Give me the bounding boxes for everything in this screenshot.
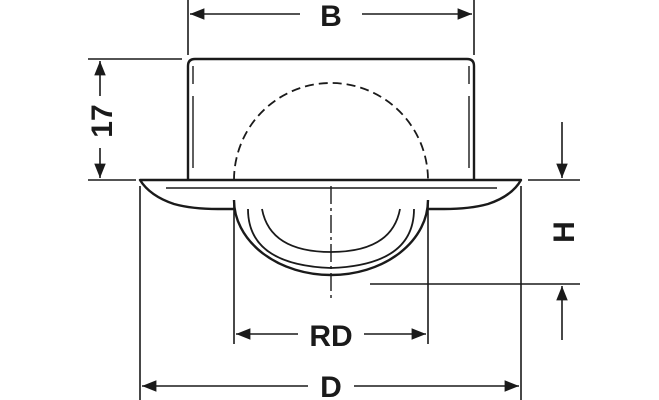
dimension-17-label: 17 <box>86 104 119 137</box>
dimension-rd <box>233 200 429 344</box>
dimension-d <box>139 186 522 400</box>
dimension-h <box>370 122 580 340</box>
dimension-b <box>187 0 475 55</box>
ball <box>233 82 429 181</box>
dimension-d-label: D <box>320 371 342 400</box>
dimension-17 <box>88 58 182 181</box>
housing-body <box>186 57 476 180</box>
housing <box>186 57 476 180</box>
dimension-b-label: B <box>320 0 342 33</box>
dimension-rd-label: RD <box>309 320 352 353</box>
ball-hidden-outline <box>233 82 429 181</box>
dimension-h-label: H <box>548 221 581 243</box>
